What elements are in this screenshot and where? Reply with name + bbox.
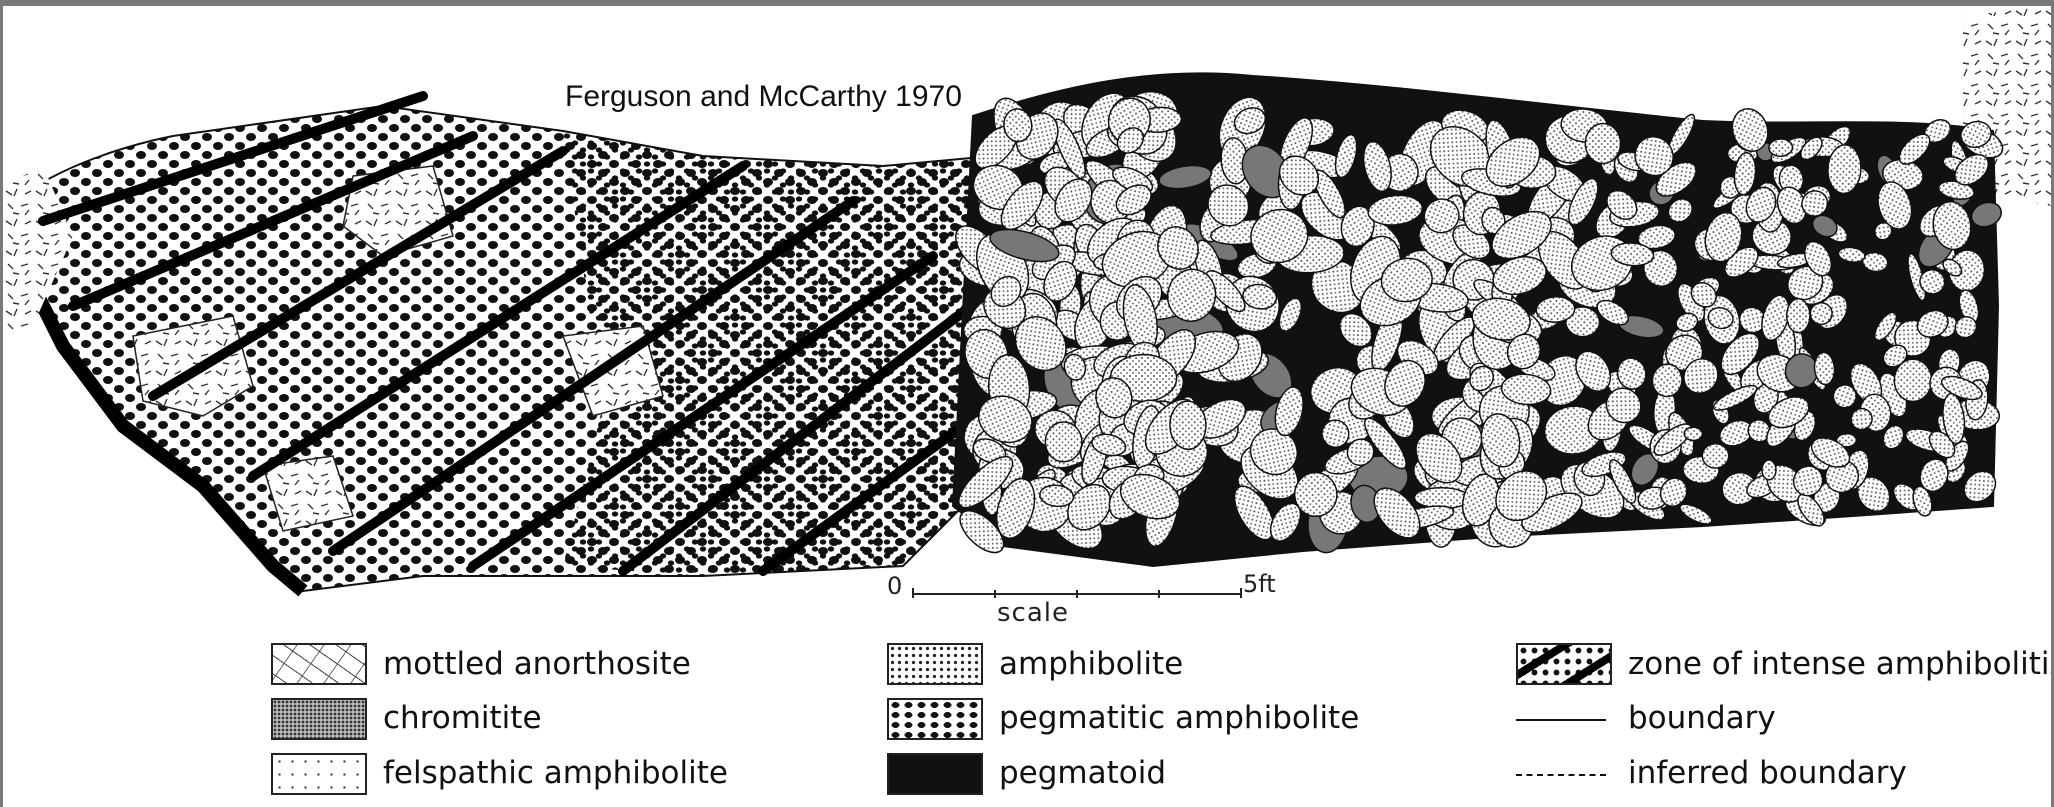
clast [1684, 427, 1702, 441]
attribution-text: Ferguson and McCarthy 1970 [565, 80, 962, 114]
swatch-inferred-boundary-line [1516, 774, 1606, 776]
clast [1702, 443, 1729, 468]
legend-boundary: boundary [1628, 700, 1776, 736]
clast [1769, 139, 1793, 157]
legend-amphibolite: amphibolite [999, 646, 1183, 682]
legend-felspathic-amphibolite: felspathic amphibolite [383, 755, 728, 791]
legend-pegmatitic-amphibolite: pegmatitic amphibolite [999, 700, 1359, 736]
legend-pegmatoid: pegmatoid [999, 755, 1166, 791]
scale-title: scale [997, 598, 1069, 628]
clast [1169, 401, 1206, 450]
clast [1787, 299, 1810, 333]
swatch-mottled-anorthosite [271, 643, 367, 685]
legend-chromitite: chromitite [383, 700, 542, 736]
clast [1045, 422, 1082, 462]
swatch-pegmatitic-amphibolite [887, 698, 983, 740]
scale-unit-label: 5ft [1243, 570, 1276, 598]
legend-mottled-anorthosite: mottled anorthosite [383, 646, 691, 682]
swatch-chromitite [271, 698, 367, 740]
swatch-boundary-line [1516, 719, 1606, 721]
swatch-felspathic-amphibolite [271, 753, 367, 795]
clast [1762, 460, 1776, 480]
legend-inferred-boundary: inferred boundary [1628, 755, 1907, 791]
swatch-zone-intense-amphibolitization [1516, 643, 1612, 685]
clast [1585, 124, 1620, 164]
legend-zone-intense-amphibolitization: zone of intense amphibolitiza [1628, 646, 2054, 682]
geological-map [3, 6, 2051, 807]
swatch-pegmatoid [887, 753, 983, 795]
swatch-amphibolite [887, 643, 983, 685]
scale-bar [913, 588, 1241, 598]
scale-zero-label: 0 [887, 572, 902, 600]
